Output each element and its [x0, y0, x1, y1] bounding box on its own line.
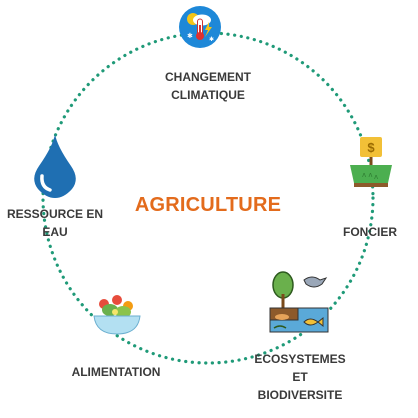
svg-text:$: $	[367, 140, 375, 155]
label-ressource-en-eau: RESSOURCE EN EAU	[6, 207, 104, 239]
svg-text:ʌ: ʌ	[374, 173, 378, 181]
water-drop-icon	[34, 134, 76, 198]
svg-text:ʌ ʌ: ʌ ʌ	[362, 171, 373, 179]
climate-thermometer-icon: ✱ ✱	[179, 6, 221, 48]
label-changement-climatique: CHANGEMENT CLIMATIQUE	[165, 70, 251, 102]
svg-text:✱: ✱	[187, 32, 193, 40]
label-ecosystemes-biodiversite: ECOSYSTEMES ET BIODIVERSITE	[254, 352, 346, 402]
ecosystem-tree-bird-fish-icon	[269, 271, 329, 333]
land-price-sign-icon: $ ʌ ʌ ʌ	[350, 137, 392, 187]
label-alimentation: ALIMENTATION	[71, 365, 161, 379]
svg-text:✱: ✱	[209, 36, 214, 43]
center-title: AGRICULTURE	[134, 194, 282, 216]
label-foncier: FONCIER	[343, 225, 397, 239]
salad-bowl-icon	[93, 295, 141, 335]
